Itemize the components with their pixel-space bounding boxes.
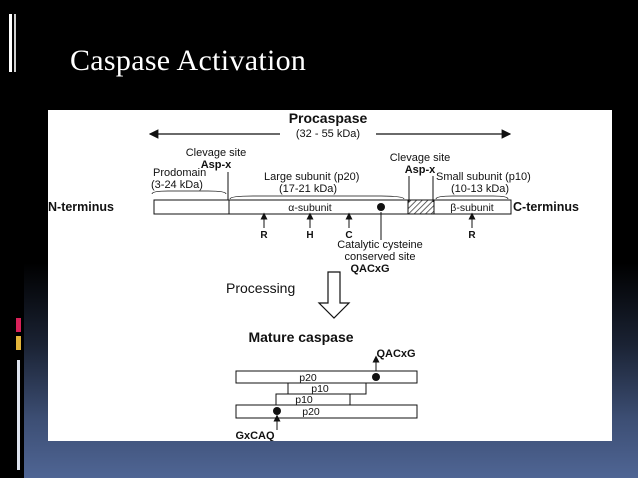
residue-c-label: C — [345, 230, 352, 241]
accent-stripe-white — [17, 360, 20, 470]
large-subunit-size: (17-21 kDa) — [279, 183, 337, 195]
motif-qacxg-2: QACxG — [376, 348, 415, 360]
motif-qacxg-1: QACxG — [350, 263, 389, 275]
linker-segment — [407, 199, 435, 215]
slide-title: Caspase Activation — [70, 44, 307, 77]
accent-stripe-gold — [16, 336, 21, 350]
accent-stripe-top-white-2 — [14, 14, 16, 72]
small-subunit-size: (10-13 kDa) — [451, 183, 509, 195]
prodomain-segment — [153, 199, 230, 215]
mature-p10-upper-label: p10 — [311, 383, 329, 395]
asp-x-1-label: Asp-x — [201, 159, 232, 171]
catalytic-label-line2: conserved site — [345, 251, 416, 263]
beta-subunit-label: β-subunit — [450, 202, 493, 214]
mature-caspase-label: Mature caspase — [248, 329, 353, 345]
catalytic-label-line1: Catalytic cysteine — [337, 239, 423, 251]
prodomain-size: (3-24 kDa) — [151, 179, 203, 191]
mature-p20-top-label: p20 — [299, 372, 317, 384]
caspase-diagram-panel: Procaspase (32 - 55 kDa) Clevage site As… — [48, 110, 612, 441]
large-subunit-brace — [229, 195, 405, 200]
large-subunit-label: Large subunit (p20) — [264, 171, 359, 183]
active-site-dot — [377, 203, 385, 211]
mature-active-site-dot-top — [372, 373, 380, 381]
accent-stripe-top-white — [9, 14, 12, 72]
caspase-diagram: Procaspase (32 - 55 kDa) Clevage site As… — [48, 110, 579, 441]
residue-h-label: H — [306, 230, 313, 241]
residue-r1-label: R — [260, 230, 268, 241]
left-side-bar — [0, 0, 24, 478]
n-terminus-label: N-terminus — [48, 200, 114, 214]
cleavage-site-2-label: Clevage site — [390, 152, 451, 164]
cleavage-site-1-label: Clevage site — [186, 147, 247, 159]
mature-p20-bottom-label: p20 — [302, 406, 320, 418]
motif-gxcaq: GxCAQ — [235, 430, 275, 441]
residue-r2-label: R — [468, 230, 476, 241]
procaspase-label: Procaspase — [289, 110, 368, 126]
c-terminus-label: C-terminus — [513, 200, 579, 214]
mature-active-site-dot-bottom — [273, 407, 281, 415]
mature-p10-lower — [275, 393, 351, 406]
processing-arrow-icon — [317, 271, 351, 319]
small-subunit-brace — [435, 195, 509, 200]
processing-label: Processing — [226, 280, 295, 296]
mature-p20-bottom — [235, 404, 418, 419]
small-subunit-label: Small subunit (p10) — [436, 171, 531, 183]
mature-p10-lower-label: p10 — [295, 394, 313, 406]
asp-x-2-label: Asp-x — [405, 164, 436, 176]
mature-p20-top — [235, 370, 418, 384]
prodomain-label: Prodomain — [153, 167, 206, 179]
alpha-subunit-label: α-subunit — [288, 202, 332, 214]
procaspase-size: (32 - 55 kDa) — [296, 128, 360, 140]
accent-stripe-pink — [16, 318, 21, 332]
prodomain-brace — [151, 190, 227, 195]
